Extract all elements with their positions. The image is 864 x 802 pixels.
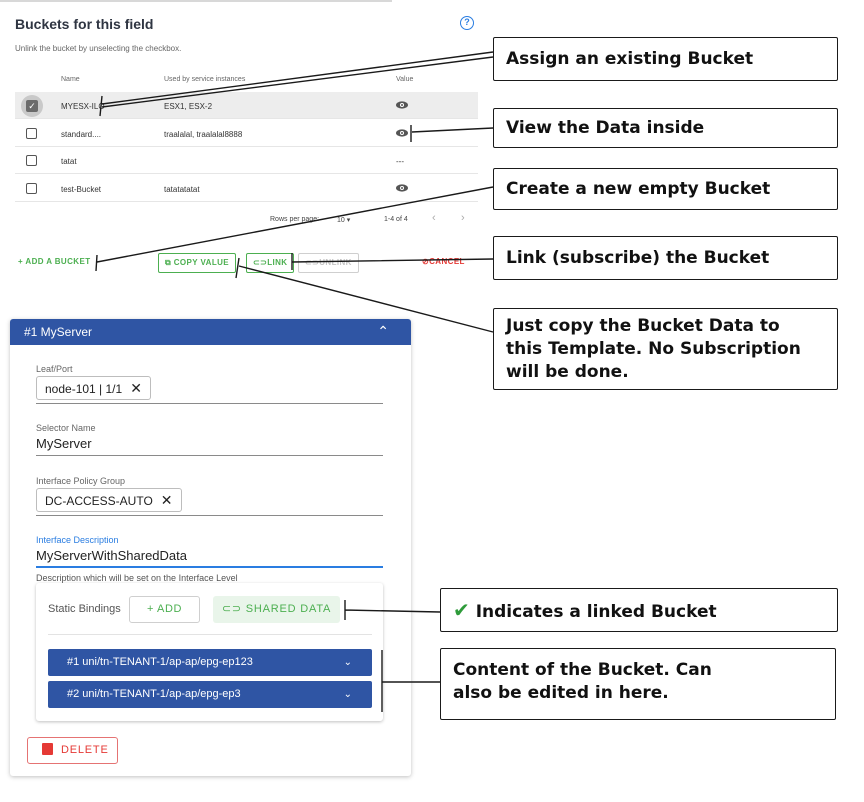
bucket-name: standard....	[61, 130, 102, 139]
row-checkbox[interactable]	[26, 128, 37, 139]
bucket-name: tatat	[61, 157, 77, 166]
caret-down-icon: ▾	[346, 217, 351, 224]
table-row[interactable]: ✓ MYESX-ILO ESX1, ESX-2	[15, 92, 478, 119]
copy-icon: ⧉	[165, 258, 172, 267]
add-binding-button[interactable]: + ADD	[129, 596, 200, 623]
delete-button[interactable]: DELETE	[27, 737, 118, 764]
binding-item[interactable]: #2 uni/tn-TENANT-1/ap-ap/epg-ep3 ⌄	[48, 681, 372, 708]
rows-per-page-select[interactable]: 10 ▾	[337, 216, 350, 224]
buckets-subtitle: Unlink the bucket by unselecting the che…	[15, 44, 182, 53]
callout-copy: Just copy the Bucket Data to this Templa…	[493, 308, 838, 390]
server-panel-header[interactable]: #1 MyServer ⌃	[10, 319, 411, 345]
callout-link: Link (subscribe) the Bucket	[493, 236, 838, 280]
shared-data-label: SHARED DATA	[245, 603, 332, 615]
selector-name-underline	[36, 455, 383, 456]
shared-data-button[interactable]: ⊂⊃ SHARED DATA	[213, 596, 340, 623]
interface-policy-group-chip[interactable]: DC-ACCESS-AUTO ✕	[36, 488, 182, 512]
eye-icon[interactable]	[396, 101, 408, 109]
close-icon[interactable]: ✕	[130, 380, 142, 396]
cancel-button[interactable]: ⊘CANCEL	[416, 253, 471, 273]
callout-content: Content of the Bucket. Can also be edite…	[440, 648, 836, 720]
column-header-name[interactable]: Name	[61, 76, 80, 83]
chevron-down-icon[interactable]: ⌄	[343, 689, 352, 700]
static-bindings-label: Static Bindings	[48, 603, 121, 615]
divider	[48, 634, 372, 635]
unlink-button[interactable]: ⊂⊃UNLINK	[298, 253, 359, 273]
column-header-value[interactable]: Value	[396, 76, 414, 83]
add-bucket-button[interactable]: + ADD A BUCKET	[12, 253, 97, 273]
prev-page-icon[interactable]: ‹	[432, 212, 436, 224]
callout-linked-label: Indicates a linked Bucket	[475, 602, 717, 622]
row-checkbox[interactable]	[26, 155, 37, 166]
help-icon[interactable]: ?	[460, 16, 474, 30]
check-icon: ✓	[26, 100, 38, 112]
interface-description-label: Interface Description	[36, 535, 119, 545]
server-panel: #1 MyServer ⌃ Leaf/Port node-101 | 1/1✕ …	[10, 319, 411, 776]
interface-policy-group-label: Interface Policy Group	[36, 476, 126, 486]
bucket-name: test-Bucket	[61, 185, 102, 194]
link-icon: ⊂⊃	[221, 603, 242, 615]
trash-icon	[42, 743, 53, 755]
interface-description-help: Description which will be set on the Int…	[36, 573, 238, 583]
eye-icon[interactable]	[396, 129, 408, 137]
callout-view: View the Data inside	[493, 108, 838, 148]
callout-content-line-1: Content of the Bucket. Can	[453, 660, 712, 680]
bucket-used-by: traalalal, traalalal8888	[164, 130, 243, 139]
interface-description-input[interactable]: MyServerWithSharedData	[36, 548, 187, 563]
plus-icon: +	[146, 603, 154, 615]
unlink-label: UNLINK	[319, 258, 352, 267]
table-row[interactable]: tatat ---	[15, 147, 478, 174]
callout-assign: Assign an existing Bucket	[493, 37, 838, 81]
bucket-used-by: ESX1, ESX-2	[164, 102, 213, 111]
rows-per-page-value: 10	[337, 217, 345, 224]
chevron-up-icon[interactable]: ⌃	[377, 323, 389, 339]
interface-description-underline	[36, 566, 383, 568]
eye-icon[interactable]	[396, 184, 408, 192]
interface-policy-group-value: DC-ACCESS-AUTO	[45, 494, 153, 508]
row-checkbox[interactable]	[26, 183, 37, 194]
buckets-title: Buckets for this field	[15, 16, 154, 32]
row-checkbox[interactable]: ✓	[21, 95, 43, 117]
bucket-used-by: tatatatatat	[164, 185, 200, 194]
column-header-used-by[interactable]: Used by service instances	[164, 76, 246, 83]
leaf-port-label: Leaf/Port	[36, 364, 73, 374]
next-page-icon[interactable]: ›	[461, 212, 465, 224]
leaf-port-value: node-101 | 1/1	[45, 382, 123, 396]
bucket-value-empty: ---	[396, 157, 404, 166]
cancel-label: CANCEL	[429, 257, 465, 266]
callout-linked: ✔ Indicates a linked Bucket	[440, 588, 838, 632]
table-row[interactable]: standard.... traalalal, traalalal8888	[15, 120, 478, 147]
checkmark-icon: ✔	[453, 598, 470, 622]
bucket-name: MYESX-ILO	[61, 102, 105, 111]
delete-label: DELETE	[61, 744, 109, 756]
link-icon: ⊂⊃	[253, 258, 268, 267]
top-divider	[0, 0, 392, 2]
binding-item-label: #2 uni/tn-TENANT-1/ap-ap/epg-ep3	[67, 688, 241, 700]
interface-policy-group-underline	[36, 515, 383, 516]
server-panel-title: #1 MyServer	[24, 325, 93, 339]
link-button[interactable]: ⊂⊃LINK	[246, 253, 295, 273]
close-icon[interactable]: ✕	[160, 492, 173, 508]
binding-item-label: #1 uni/tn-TENANT-1/ap-ap/epg-ep123	[67, 656, 253, 668]
link-label: LINK	[267, 258, 288, 267]
leaf-port-underline	[36, 403, 383, 404]
table-row[interactable]: test-Bucket tatatatatat	[15, 175, 478, 202]
page-range: 1-4 of 4	[384, 216, 408, 223]
binding-item[interactable]: #1 uni/tn-TENANT-1/ap-ap/epg-ep123 ⌄	[48, 649, 372, 676]
callout-content-line-2: also be edited in here.	[453, 683, 669, 703]
chevron-down-icon[interactable]: ⌄	[343, 657, 352, 668]
copy-value-label: COPY VALUE	[173, 258, 230, 267]
add-binding-label: ADD	[157, 603, 183, 615]
callout-copy-line-2: this Template. No Subscription	[506, 339, 801, 359]
leaf-port-chip[interactable]: node-101 | 1/1 ✕	[36, 376, 151, 400]
copy-value-button[interactable]: ⧉ COPY VALUE	[158, 253, 237, 273]
selector-name-label: Selector Name	[36, 423, 96, 433]
callout-create: Create a new empty Bucket	[493, 168, 838, 210]
unlink-icon: ⊂⊃	[305, 258, 320, 267]
rows-per-page-label: Rows per page:	[270, 216, 320, 223]
callout-copy-line-1: Just copy the Bucket Data to	[506, 316, 780, 336]
selector-name-input[interactable]: MyServer	[36, 436, 92, 451]
callout-copy-line-3: will be done.	[506, 362, 629, 382]
static-bindings-card: Static Bindings + ADD ⊂⊃ SHARED DATA #1 …	[36, 583, 383, 721]
